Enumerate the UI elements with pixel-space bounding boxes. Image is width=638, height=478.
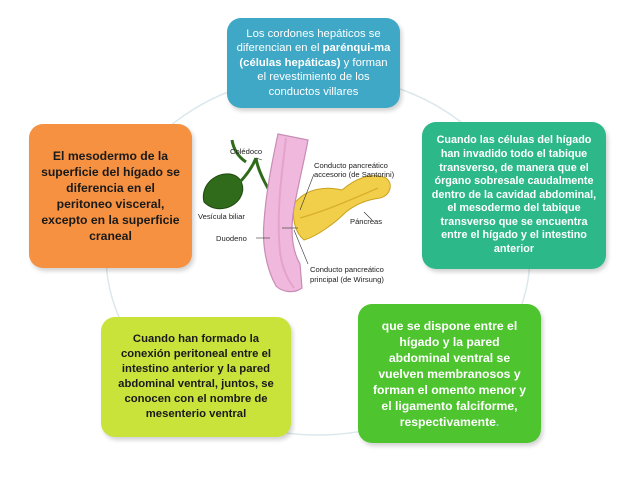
cycle-node-right: Cuando las células del hígado han invadi… xyxy=(422,122,606,269)
cycle-node-right-text: Cuando las células del hígado han invadi… xyxy=(431,134,597,256)
cycle-node-bottom-right: que se dispone entre el hígado y la pare… xyxy=(358,304,541,443)
label-santorini-2: accesorio (de Santorini) xyxy=(314,170,395,179)
label-duodeno: Duodeno xyxy=(216,234,247,243)
cycle-node-left: El mesodermo de la superficie del hígado… xyxy=(29,124,192,268)
label-pancreas: Páncreas xyxy=(350,217,382,226)
cycle-node-top: Los cordones hepáticos se diferencian en… xyxy=(227,18,400,108)
cystic-duct-shape xyxy=(236,157,258,186)
label-vesicula: Vesícula biliar xyxy=(198,212,245,221)
duodenum-shape xyxy=(262,133,309,293)
cycle-node-left-text: El mesodermo de la superficie del hígado… xyxy=(41,149,180,243)
gallbladder-shape xyxy=(202,173,244,210)
cycle-node-bottom-left: Cuando han formado la conexión peritonea… xyxy=(101,317,291,437)
anatomy-illustration: Colédoco Vesícula biliar Duodeno Conduct… xyxy=(198,133,395,293)
label-wirsung-1: Conducto pancreático xyxy=(310,265,384,274)
cycle-node-bottom-right-text: que se dispone entre el hígado y la pare… xyxy=(372,318,527,429)
label-coledoco: Colédoco xyxy=(230,147,262,156)
cycle-node-top-text: Los cordones hepáticos se diferencian en… xyxy=(236,27,391,98)
pancreas-shape xyxy=(292,175,391,241)
label-wirsung-2: principal (de Wirsung) xyxy=(310,275,384,284)
cycle-node-bottom-left-text: Cuando han formado la conexión peritonea… xyxy=(118,333,274,420)
label-santorini-1: Conducto pancreático xyxy=(314,161,388,170)
